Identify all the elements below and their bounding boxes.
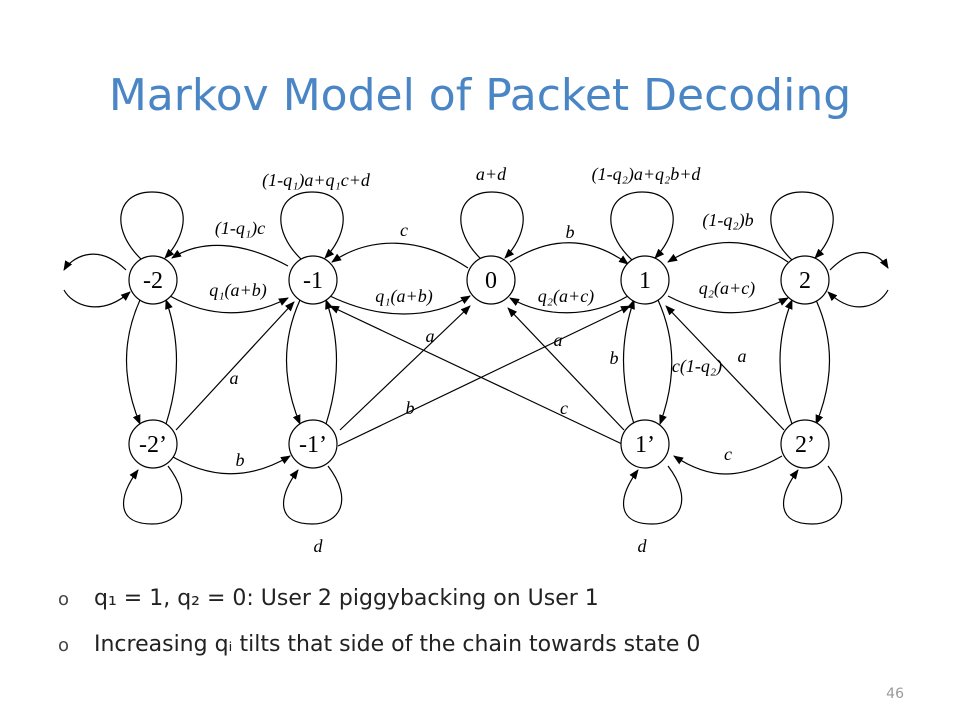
slide-title: Markov Model of Packet Decoding [108,70,852,121]
loop-right-p2 [829,251,889,271]
label-z-to-p1: b [566,222,575,242]
node-m1-label: -1 [303,268,323,294]
loop-right-p2-b [827,289,889,308]
node-p1-circle [620,255,670,305]
page-number: 46 [886,686,904,702]
label-p2-to-p1: (1-q₂)b [702,210,753,231]
self-loop-z [460,191,524,261]
edge-m1-to-z [329,295,471,315]
edge-p1-to-z [509,295,629,314]
bullet-text: q₁ = 1, q₂ = 0: User 2 piggybacking on U… [94,586,599,611]
self-loop-m1p [283,465,343,525]
node-m2-label: -2 [143,268,163,294]
label-p1p-to-p1: b [610,348,619,368]
edge-m1-to-m2 [171,244,289,267]
edge-z-to-p1 [509,242,629,265]
bullet-text: Increasing qᵢ tilts that side of the cha… [94,632,701,657]
loop-left-m2 [63,253,127,271]
node-m1-circle [288,255,338,305]
loop-left-m2-b [63,289,131,308]
node-p1-label: 1 [639,268,651,294]
bullet-marker: o [58,589,70,610]
label-p1-to-z: q₂(a+c) [538,286,594,307]
label-z-to-m1: c [400,220,408,240]
node-p2-circle [780,255,830,305]
node-m2-circle [128,255,178,305]
edge-p1p-to-p1 [622,299,635,425]
label-self-m1: (1-q₁)a+q₁c+d [262,170,371,191]
node-m2p-circle [128,419,178,469]
label-p2p-to-p1p: c [724,444,732,464]
node-z-label: 0 [485,268,497,294]
edge-p1-to-p1p [657,299,673,425]
edge-m1p-to-z [339,305,471,431]
label-self-m1p: d [314,536,324,556]
node-m1p-circle [288,419,338,469]
edge-m1p-to-m1 [325,299,338,425]
node-z-circle [466,255,516,305]
node-m2p-label: -2’ [139,432,167,458]
node-p2p-label: 2’ [795,432,815,458]
node-p2p-circle [780,419,830,469]
label-p1p-to-z: a [554,330,563,350]
self-loop-p2p [783,465,843,525]
label-p1p-to-m1: c [560,398,568,418]
self-loop-m2 [120,191,184,261]
edge-p2p-to-p1p [673,455,783,475]
label-m1p-to-z: a [426,326,435,346]
edge-m2p-to-m1p [167,453,291,475]
node-m1p-label: -1’ [299,432,327,458]
self-loop-p1 [610,191,674,261]
bullet-item: o q₁ = 1, q₂ = 0: User 2 piggybacking on… [58,586,938,632]
edge-m2-to-m1 [169,295,289,314]
edge-p1-to-p2 [667,295,789,314]
edge-m1-to-m1p [285,299,301,425]
edge-z-to-m1 [331,242,469,269]
bullet-marker: o [58,635,70,656]
label-p1-to-p1p: c(1-q₂) [672,356,722,377]
edge-m2p-to-m2 [165,299,178,425]
edge-p2p-to-p2 [779,299,793,425]
self-loop-m2p [123,465,183,525]
label-self-p1: (1-q₂)a+q₂b+d [592,164,702,185]
edge-p1p-to-z [507,307,625,431]
label-m2p-to-m1: a [230,368,239,388]
edge-p2-to-p2p [815,299,831,425]
label-m1-to-m2: (1-q₁)c [215,218,265,239]
label-self-p1p: d [638,536,648,556]
node-p1p-circle [620,419,670,469]
label-m1-to-z: q₁(a+b) [375,286,432,307]
label-m2p-to-m1p: b [236,450,245,470]
self-loop-m1 [280,191,344,261]
edge-m2p-to-m1 [175,301,295,431]
label-p2p-to-p1: a [738,346,747,366]
label-self-z: a+d [476,164,507,184]
edge-p2p-to-p1 [665,305,785,431]
edge-p1p-to-m1 [329,305,623,445]
node-p1p-label: 1’ [635,432,655,458]
self-loop-p1p [623,465,683,525]
edge-m2-to-m2p [125,299,141,425]
node-p2-label: 2 [799,268,811,294]
label-m2-to-m1: q₁(a+b) [209,280,266,301]
bullet-item: o Increasing qᵢ tilts that side of the c… [58,632,938,678]
label-m1p-to-p1: b [406,398,415,418]
edge-p2-to-p1 [667,241,789,263]
bullet-list: o q₁ = 1, q₂ = 0: User 2 piggybacking on… [58,586,938,678]
edge-m1p-to-p1 [337,305,631,447]
label-p1-to-p2: q₂(a+c) [699,278,755,299]
self-loop-p2 [770,191,834,261]
